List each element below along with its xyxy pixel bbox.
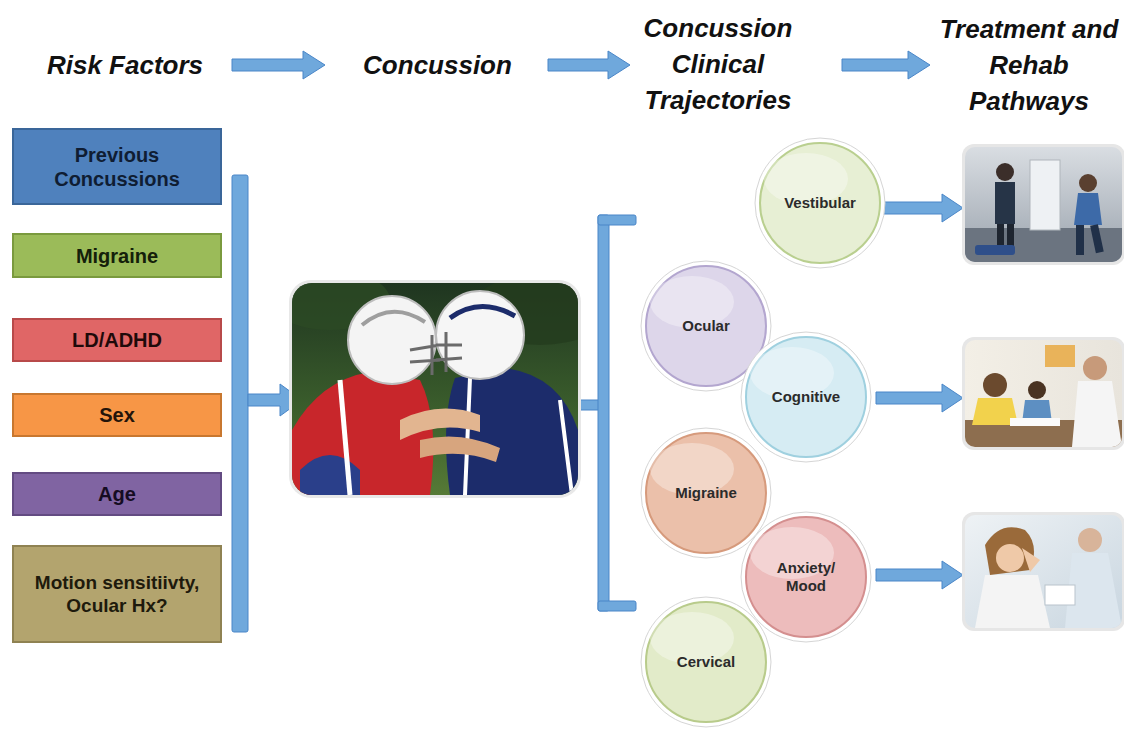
trajectory-name: Migraine xyxy=(675,484,737,502)
trajectory-name: Ocular xyxy=(682,317,730,335)
box-fill xyxy=(13,319,221,361)
risk-factor-name: LD/ADHD xyxy=(72,328,162,352)
stage-heading: Concussion Clinical Trajectories xyxy=(613,10,823,118)
box-fill xyxy=(13,234,221,277)
box-fill xyxy=(13,394,221,436)
vestibular-rehab-photo xyxy=(962,144,1124,265)
trajectory-circle: Anxiety/ Mood xyxy=(740,511,872,643)
circle-rim xyxy=(641,428,771,558)
split-bracket xyxy=(578,215,636,611)
stage-heading: Treatment and Rehab Pathways xyxy=(938,11,1120,119)
circle-rim xyxy=(741,512,871,642)
circle-fill xyxy=(646,433,766,553)
risk-factor-box: Motion sensitiivty, Ocular Hx? xyxy=(12,545,222,643)
circle-rim xyxy=(755,138,885,268)
mood-support-photo xyxy=(962,512,1124,631)
trajectory-circle: Cervical xyxy=(640,596,772,728)
trajectory-name: Anxiety/ Mood xyxy=(766,559,846,595)
pathway-arrows xyxy=(876,194,963,589)
trajectory-circle: Vestibular xyxy=(754,137,886,269)
box-outline xyxy=(12,128,222,205)
risk-factor-box: Previous Concussions xyxy=(12,128,222,205)
risk-factor-box: Sex xyxy=(12,393,222,437)
risk-factor-box: Migraine xyxy=(12,233,222,278)
risk-factor-name: Migraine xyxy=(76,244,158,268)
box-fill xyxy=(13,473,221,515)
risk-factor-name: Age xyxy=(98,482,136,506)
box-outline xyxy=(12,545,222,643)
flow-arrows xyxy=(232,51,930,79)
stage-heading: Risk Factors xyxy=(20,47,230,83)
box-fill xyxy=(13,546,221,642)
box-fill xyxy=(13,129,221,204)
circle-rim xyxy=(641,597,771,727)
stage-heading: Concussion xyxy=(340,47,535,83)
trajectory-circle: Migraine xyxy=(640,427,772,559)
circle-fill xyxy=(646,602,766,722)
risk-factor-box: LD/ADHD xyxy=(12,318,222,362)
risk-factor-name: Previous Concussions xyxy=(24,143,210,191)
risk-factor-name: Sex xyxy=(99,403,135,427)
circle-fill xyxy=(746,517,866,637)
football-photo xyxy=(270,270,610,498)
circle-fill xyxy=(760,143,880,263)
cognitive-rehab-photo xyxy=(962,337,1124,450)
circle-rim xyxy=(741,332,871,462)
risk-factor-box: Age xyxy=(12,472,222,516)
trajectory-name: Vestibular xyxy=(784,194,856,212)
risk-factor-name: Motion sensitiivty, Ocular Hx? xyxy=(24,571,210,617)
trajectory-name: Cognitive xyxy=(772,388,840,406)
trajectory-name: Cervical xyxy=(677,653,735,671)
trajectory-circle: Cognitive xyxy=(740,331,872,463)
circle-fill xyxy=(746,337,866,457)
